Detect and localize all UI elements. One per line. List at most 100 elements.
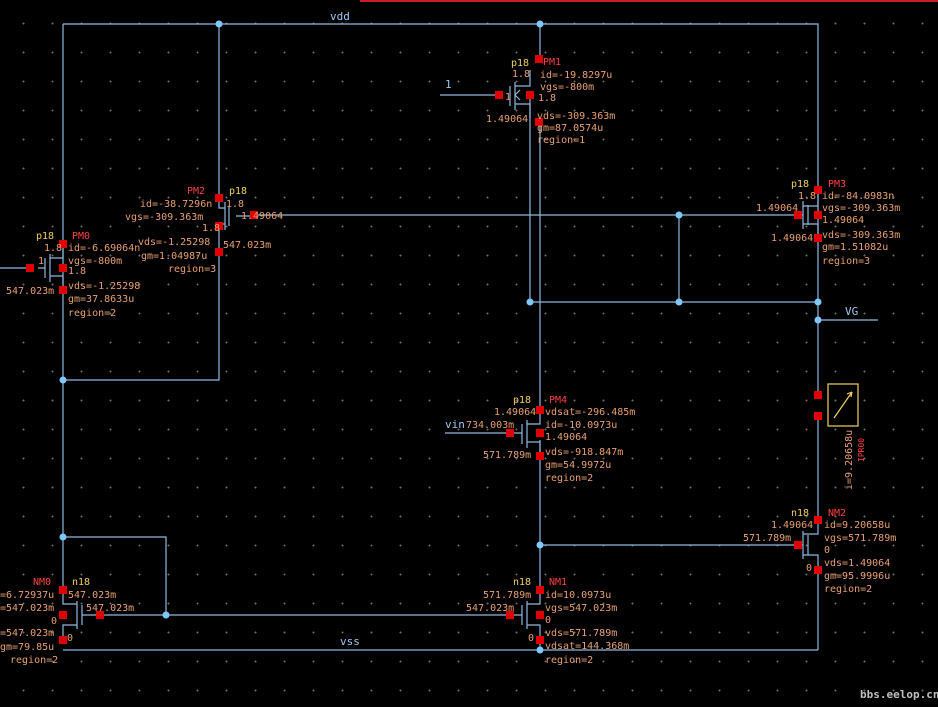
op-line: vds=571.789m [545,628,617,639]
top-voltage: 1.49064 [494,407,536,418]
op-line: region=1 [537,135,585,146]
op-line: vgs=547.023m [545,603,617,614]
source-voltage: 0 [67,633,73,644]
gate-voltage: 1.49064 [241,211,283,222]
width-param: 1.8 [226,199,244,210]
op-line: vds=-1.25298 [68,281,140,292]
op-line: vds=1.49064 [824,558,890,569]
op-line: region=3 [822,256,870,267]
op-line: =547.023m [0,628,54,639]
op-line: vgs=-800m [540,82,594,93]
device-nm1[interactable]: n18 NM1 571.789m id=10.0973u 547.023m vg… [466,577,629,666]
net-label-vss: vss [340,635,360,648]
device-symbols [38,70,859,640]
op-line: vds=-1.25298 [138,237,210,248]
device-nm2[interactable]: n18 NM2 1.49064 id=9.20658u 571.789m vgs… [743,508,896,595]
model-name: p18 [791,179,809,190]
instance-name: PM3 [828,179,846,190]
op-line: gm=1.04987u [141,251,207,262]
net-label-vin: vin [445,418,465,431]
source-voltage: 0 [528,633,534,644]
bulk-voltage: 0 [51,616,57,627]
op-line: vgs=-800m [68,256,122,267]
op-line: gm=79.85u [0,642,54,653]
op-line: region=2 [68,308,116,319]
model-name: p18 [36,231,54,242]
gate-voltage: 1.49064 [756,203,798,214]
junction-nodes [59,20,822,654]
finger-param: 1 [505,92,511,103]
op-line: vdsat=-296.485m [545,407,635,418]
probe-name: IPR00 [857,438,866,462]
wires [0,23,878,651]
device-pm1[interactable]: PM1 p18 1.8 1 1.8 1.49064 id=-19.8297u v… [486,57,615,146]
drain-voltage: 1.49064 [771,233,813,244]
width-param: 1.8 [798,191,816,202]
drain-voltage: 547.023m [223,240,271,251]
bulk-param: 1.8 [538,93,556,104]
op-line: vdsat=144.368m [545,641,629,652]
device-pm0[interactable]: p18 PM0 1.8 id=-6.69064n 1 vgs=-800m 1.8… [6,231,140,319]
op-line: gm=95.9996u [824,571,890,582]
op-line: id=9.20658u [824,520,890,531]
bulk-voltage: 1.49064 [545,432,587,443]
op-line: id=-10.0973u [545,420,617,431]
instance-name: NM1 [549,577,567,588]
gate-voltage: 734.003m [466,420,514,431]
gate-voltage: 571.789m [743,533,791,544]
bulk-voltage: 0 [545,615,551,626]
device-pm3[interactable]: p18 PM3 1.8 id=-84.0983n 1.49064 vgs=-30… [756,179,900,267]
op-line: id=-84.0983n [822,191,894,202]
model-name: p18 [511,58,529,69]
op-line: id=-6.69064n [68,243,140,254]
op-line: id=-19.8297u [540,70,612,81]
op-line: region=3 [168,264,216,275]
watermark-text: bbs.eelop.cn [860,688,938,701]
op-line: id=10.0973u [545,590,611,601]
drain-voltage: 547.023m [6,286,54,297]
net-label-vdd: vdd [330,10,350,23]
device-pm4[interactable]: p18 PM4 1.49064 vdsat=-296.485m 734.003m… [466,395,635,484]
instance-name: PM2 [187,186,205,197]
gate-voltage: 547.023m [466,603,514,614]
width-param: 1.8 [44,243,62,254]
op-line: vgs=-309.363m [822,203,900,214]
probe-current: i=9.20658u [844,430,855,490]
model-name: n18 [513,577,531,588]
op-line: gm=87.0574u [537,123,603,134]
instance-name: PM4 [549,395,567,406]
window-top-border [360,0,938,2]
device-pm2[interactable]: PM2 p18 1.8 id=-38.7296n vgs=-309.363m 1… [125,186,283,275]
net-label-vg: VG [845,305,858,318]
device-nm0[interactable]: NM0 n18 547.023m =6.72937u =547.023m 547… [0,577,134,666]
top-voltage: 571.789m [483,590,531,601]
op-line: =6.72937u [0,590,54,601]
bulk-voltage: 1.49064 [822,215,864,226]
top-voltage: 1.49064 [771,520,813,531]
bulk-param: 1.8 [68,266,86,277]
top-voltage: 547.023m [68,590,116,601]
drain-voltage: 1.49064 [486,114,528,125]
bulk-param: 1.8 [202,223,220,234]
bulk-voltage: 0 [824,545,830,556]
gate-voltage: 547.023m [86,603,134,614]
source-voltage: 0 [806,563,812,574]
current-probe[interactable]: i=9.20658u IPR00 [844,430,866,490]
op-line: gm=1.51082u [822,242,888,253]
model-name: p18 [513,395,531,406]
model-name: n18 [72,577,90,588]
op-line: region=2 [545,473,593,484]
op-line: gm=37.8633u [68,294,134,305]
instance-name: PM0 [72,231,90,242]
op-line: vds=-309.363m [822,230,900,241]
op-line: region=2 [10,655,58,666]
drain-voltage: 571.789m [483,450,531,461]
pins[interactable] [26,55,822,644]
net-label-one: 1 [445,78,452,91]
op-line: vgs=-309.363m [125,212,203,223]
op-line: vds=-309.363m [537,111,615,122]
instance-name: PM1 [543,57,561,68]
